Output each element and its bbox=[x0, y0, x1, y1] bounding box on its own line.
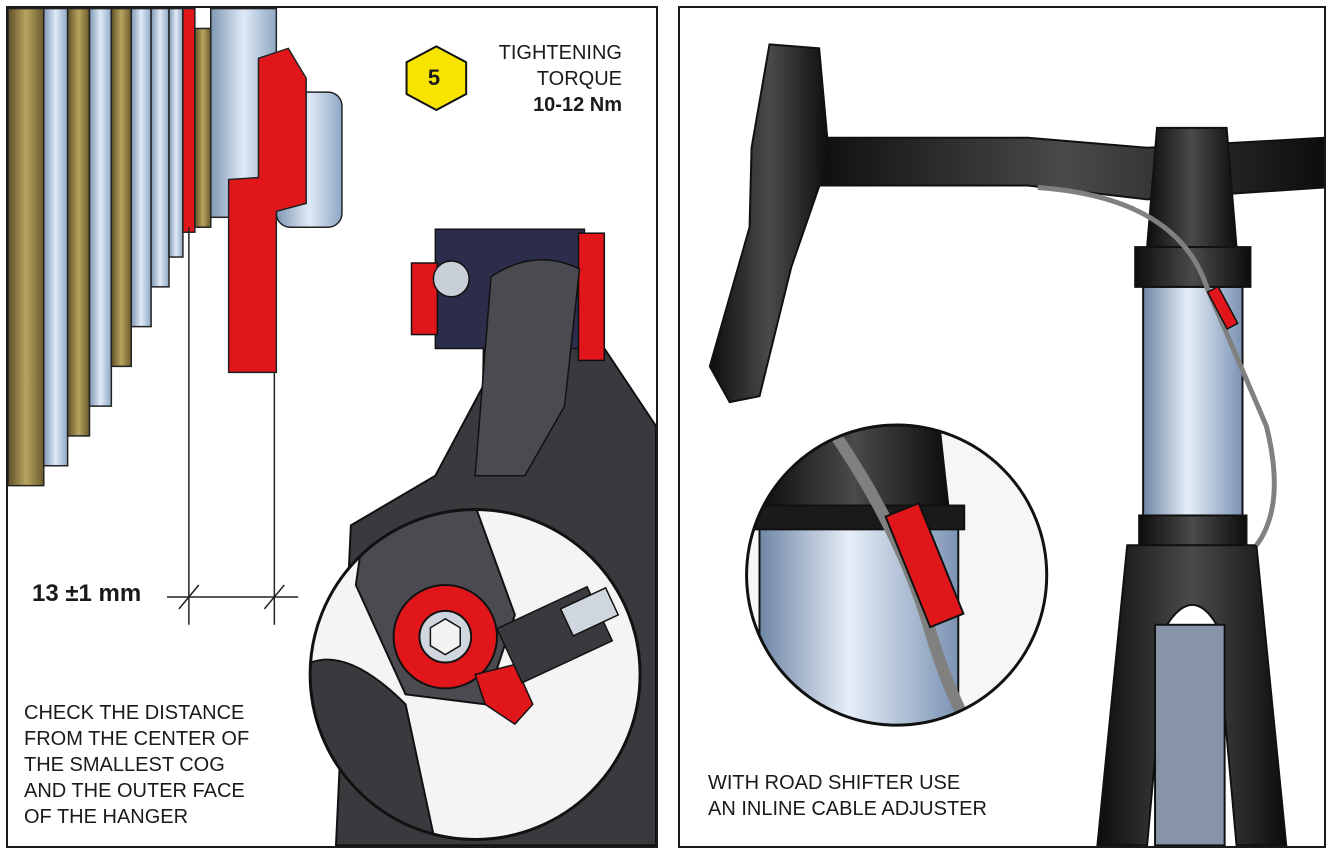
dimension-label: 13 ±1 mm bbox=[32, 580, 142, 607]
caption-line: AN INLINE CABLE ADJUSTER bbox=[708, 798, 987, 820]
caption-line: THE SMALLEST COG bbox=[24, 754, 225, 776]
hanger-distance-panel: 5 TIGHTENING TORQUE 10-12 Nm 13 ±1 mm CH… bbox=[6, 6, 658, 848]
step-number: 5 bbox=[427, 65, 441, 90]
torque-spec: TIGHTENING TORQUE 10-12 Nm bbox=[499, 40, 622, 118]
road-shifter-lever bbox=[708, 43, 831, 404]
dimension-guides bbox=[167, 227, 299, 625]
step-badge: 5 bbox=[403, 44, 465, 112]
caption-line: WITH ROAD SHIFTER USE bbox=[708, 772, 961, 794]
torque-label-line1: TIGHTENING bbox=[498, 42, 622, 64]
stem bbox=[1146, 126, 1238, 249]
zoom-inset bbox=[308, 508, 642, 841]
caption-line: OF THE HANGER bbox=[24, 806, 189, 828]
handlebar-and-fork-illustration bbox=[708, 43, 1324, 846]
inline-adjuster-panel: WITH ROAD SHIFTER USE AN INLINE CABLE AD… bbox=[678, 6, 1326, 848]
adjuster-zoom-inset bbox=[745, 423, 1049, 727]
step-badge-hexagon bbox=[405, 45, 468, 112]
down-tube bbox=[1154, 623, 1226, 846]
caption-line: CHECK THE DISTANCE bbox=[24, 702, 245, 724]
torque-value: 10-12 Nm bbox=[533, 94, 622, 116]
inline-adjuster-caption: WITH ROAD SHIFTER USE AN INLINE CABLE AD… bbox=[708, 770, 987, 822]
derailleur-hanger bbox=[227, 47, 307, 374]
caption-line: FROM THE CENTER OF bbox=[24, 728, 250, 750]
inline-adjuster-small bbox=[1206, 285, 1239, 330]
shift-cable bbox=[1037, 185, 1277, 547]
cassette-and-hanger-illustration bbox=[8, 8, 656, 846]
cassette-cogs bbox=[8, 8, 212, 487]
hanger-instruction-caption: CHECK THE DISTANCE FROM THE CENTER OF TH… bbox=[24, 700, 249, 830]
caption-line: AND THE OUTER FACE bbox=[24, 780, 245, 802]
torque-label-line2: TORQUE bbox=[536, 68, 622, 90]
